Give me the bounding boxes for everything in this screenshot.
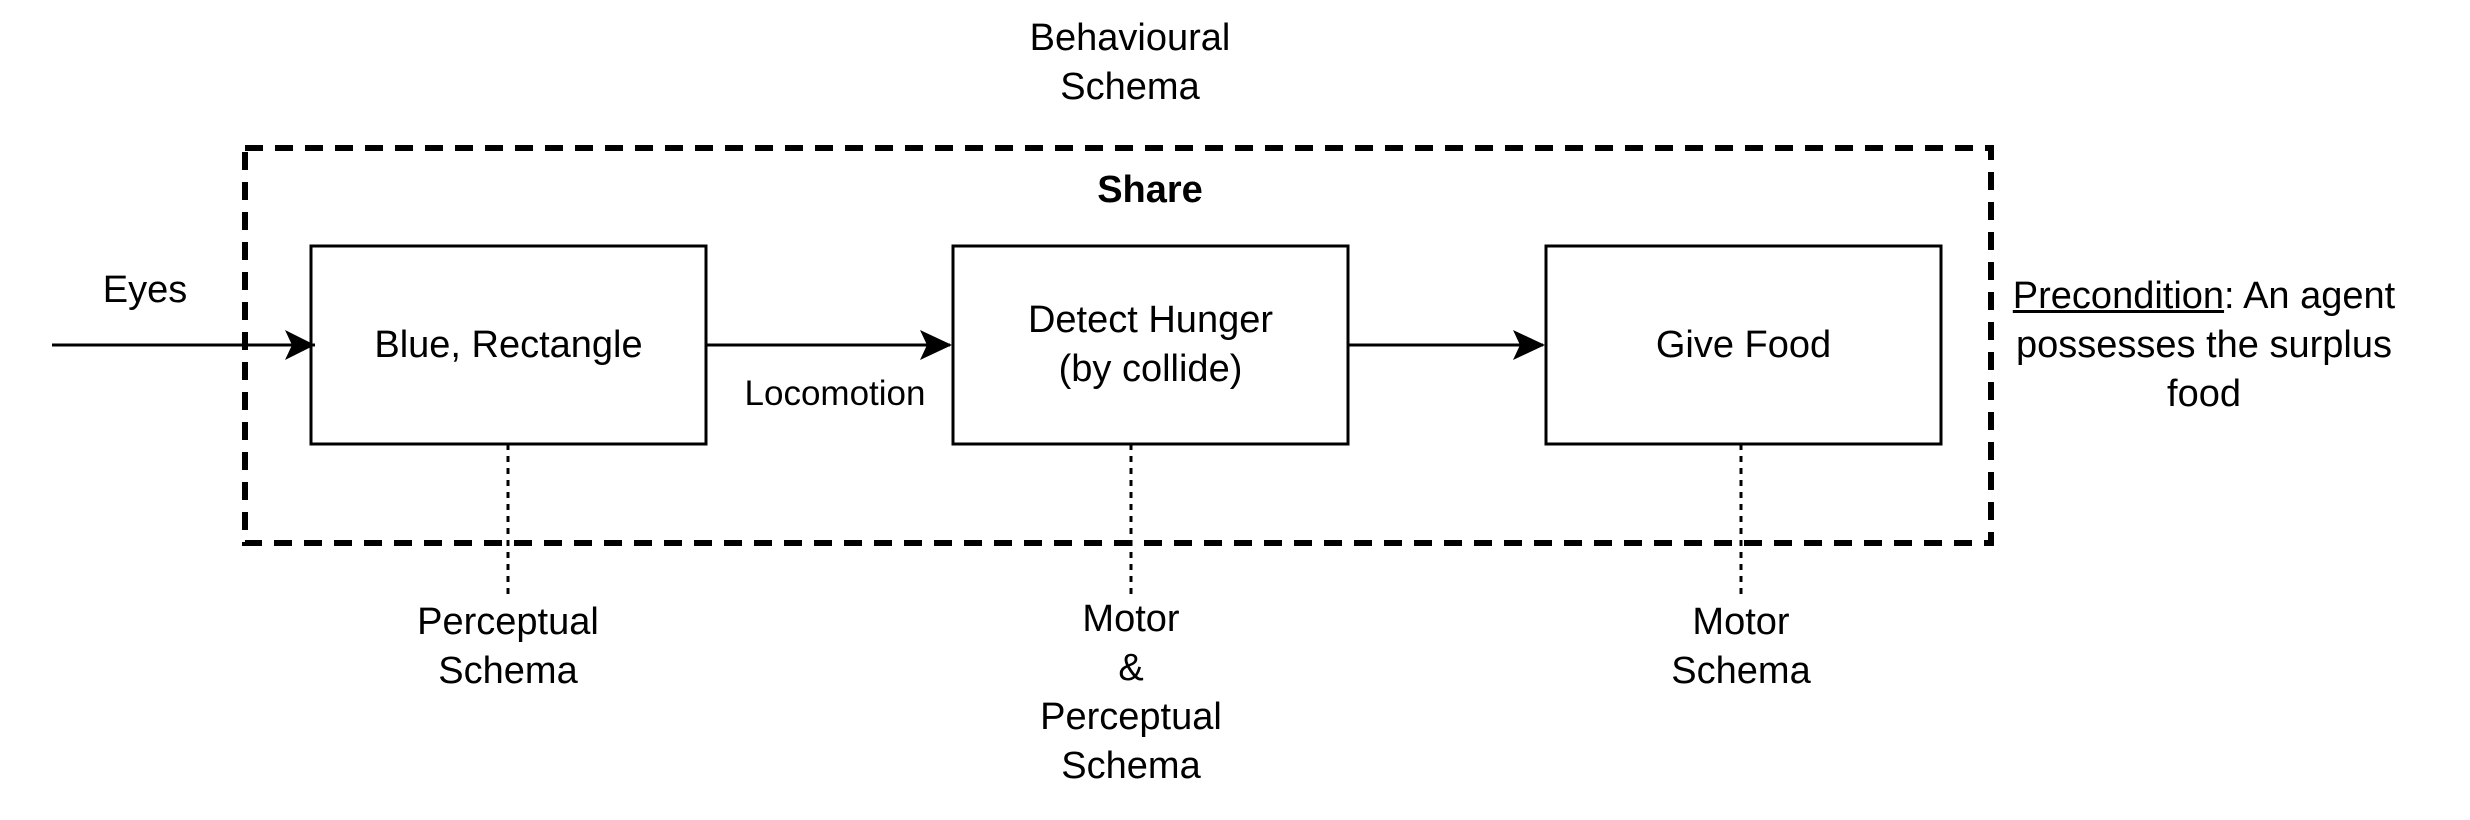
precondition-note: Precondition: An agent possesses the sur… (1998, 272, 2410, 419)
container-caption: Behavioural Schema (1029, 17, 1231, 108)
edge-label-locomotion: Locomotion (744, 374, 926, 413)
precondition-term: Precondition (2012, 275, 2225, 317)
node-label-perceive: Blue, Rectangle (374, 323, 643, 366)
node-label-give: Give Food (1655, 323, 1832, 366)
edge-eyes-arrowhead (285, 330, 315, 360)
edge-detect-give-arrowhead (1513, 330, 1545, 360)
node-box-give (1544, 244, 1943, 446)
node-caption-perceive: Perceptual Schema (417, 601, 599, 692)
container-title: Share (1097, 169, 1203, 211)
node-caption-give: Motor Schema (1671, 601, 1811, 692)
node-box-detect (951, 244, 1350, 446)
node-caption-detect: Motor & Perceptual Schema (1040, 598, 1222, 787)
input-label: Eyes (102, 269, 188, 311)
node-label-detect: Detect Hunger (by collide) (1027, 299, 1273, 390)
edge-perceive-detect-arrowhead (920, 330, 952, 360)
precondition-text: : An agent possesses the surplus food (2016, 275, 2396, 415)
